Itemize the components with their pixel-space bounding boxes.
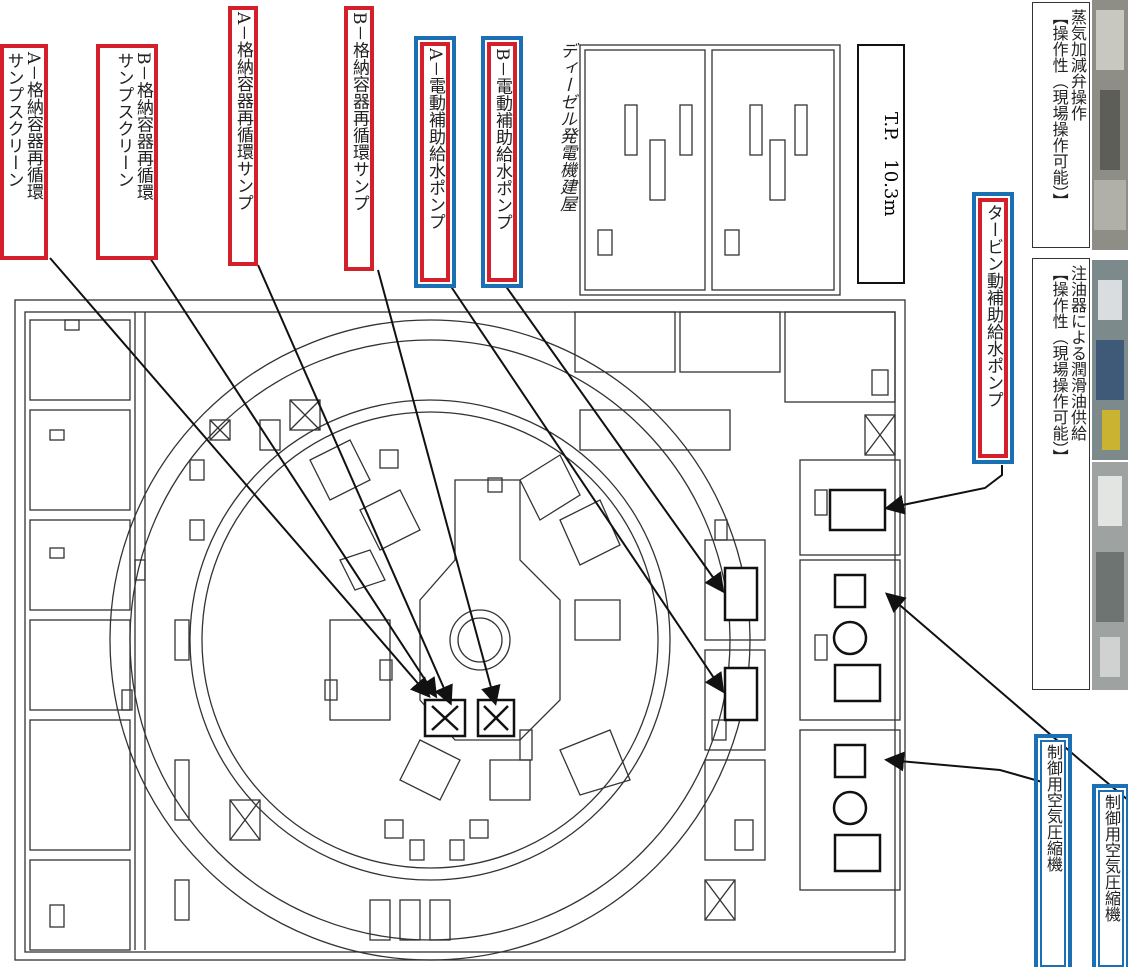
label-a-sump-screen: A－格納容器再循環 サンプスクリーン: [0, 44, 48, 260]
arrow-b-motor-pump: [504, 284, 725, 594]
compressor-1-circle: [832, 620, 868, 656]
containment-outer-circle: [109, 319, 751, 961]
elevation-label: T.P. 10.3m: [857, 44, 905, 284]
arrow-turbine-pump: [884, 465, 1003, 515]
arrow-compressor-1: [884, 592, 1128, 801]
compressor-1-box-b: [833, 663, 882, 703]
label-steam-valve-operation: 蒸気加減弁操作 【操作性（現場操作可能）】: [1032, 2, 1090, 248]
label-compressor-1-text: 制御用空気圧縮機: [1044, 744, 1063, 872]
photo-oil-supply-2: [1092, 462, 1128, 690]
arrow-b-screen: [149, 257, 438, 699]
b-motor-pump-box: [723, 666, 759, 722]
label-oil-supply-text: 注油器による潤滑油供給 【操作性（現場操作可能）】: [1049, 265, 1087, 465]
label-b-sump-text: B－格納容器再循環サンプ: [349, 12, 369, 212]
compressor-1-box-a: [833, 573, 867, 609]
label-compressor-2: 制御用空気圧縮機: [1092, 784, 1128, 967]
label-compressor-2-text: 制御用空気圧縮機: [1102, 794, 1121, 922]
label-b-sump-screen-text: B－格納容器再循環 サンプスクリーン: [113, 52, 153, 201]
arrow-a-screen: [49, 257, 431, 699]
compressor-2-box-a: [833, 743, 867, 779]
photo-oil-supply-1: [1092, 260, 1128, 460]
label-oil-supply: 注油器による潤滑油供給 【操作性（現場操作可能）】: [1032, 258, 1090, 690]
label-b-motor-pump-text: B－電動補助給水ポンプ: [492, 48, 512, 231]
label-b-sump-screen: B－格納容器再循環 サンプスクリーン: [96, 44, 158, 260]
label-b-motor-pump: B－電動補助給水ポンプ: [481, 36, 523, 288]
arrow-a-motor-pump: [449, 284, 725, 694]
photo-steam-valve: [1092, 0, 1128, 250]
label-a-motor-pump: A－電動補助給水ポンプ: [414, 36, 456, 288]
diesel-generator-building-plan: [579, 44, 841, 296]
a-motor-pump-box: [723, 566, 759, 622]
label-a-sump-text: A－格納容器再循環サンプ: [233, 12, 253, 212]
label-diesel-building: ディーゼル発電機建屋: [545, 42, 576, 272]
label-a-sump-screen-text: A－格納容器再循環 サンプスクリーン: [3, 52, 43, 201]
arrow-a-sump: [257, 264, 453, 706]
arrow-compressor-2: [884, 751, 1061, 788]
compressor-2-box-b: [833, 833, 882, 873]
label-steam-valve-text: 蒸気加減弁操作 【操作性（現場操作可能）】: [1049, 9, 1087, 209]
label-a-motor-pump-text: A－電動補助給水ポンプ: [425, 48, 445, 231]
label-b-sump: B－格納容器再循環サンプ: [344, 6, 374, 271]
label-diesel-building-text: ディーゼル発電機建屋: [556, 42, 576, 212]
label-a-sump: A－格納容器再循環サンプ: [228, 6, 258, 266]
label-turbine-pump: タービン動補助給水ポンプ: [972, 192, 1014, 464]
turbine-pump-box: [828, 488, 887, 532]
elevation-text: T.P. 10.3m: [880, 111, 901, 217]
label-compressor-1: 制御用空気圧縮機: [1034, 734, 1072, 967]
arrow-b-sump: [377, 269, 501, 706]
label-turbine-pump-text: タービン動補助給水ポンプ: [983, 204, 1003, 408]
compressor-2-circle: [832, 790, 868, 826]
